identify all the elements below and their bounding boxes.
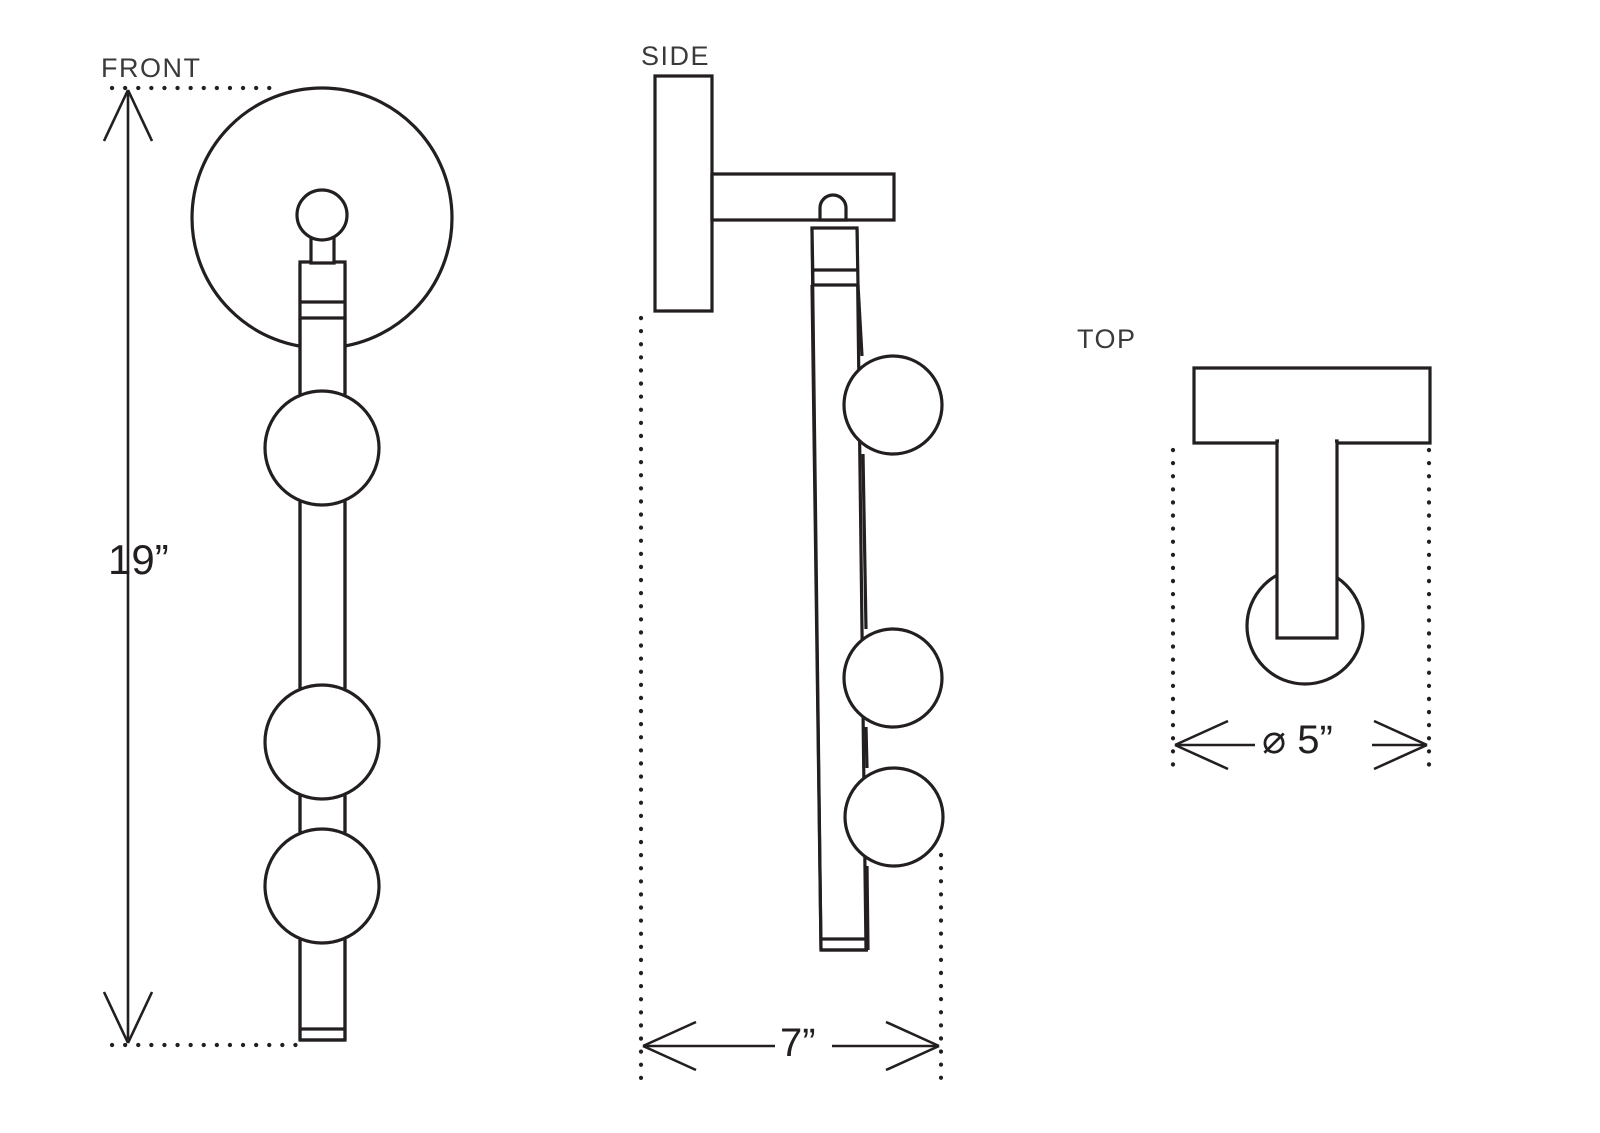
front-globe-3 [263, 827, 381, 945]
side-view [638, 74, 945, 1083]
side-rod-right-seg-a [856, 284, 864, 357]
side-rod-left-edge [810, 284, 823, 951]
front-rod-seg-c [298, 796, 347, 832]
top-diameter-dimension-text: ⌀ 5” [1262, 718, 1333, 762]
side-globe-2 [842, 627, 944, 729]
top-view [1170, 366, 1432, 778]
side-dimension-arrow-left [642, 1020, 697, 1072]
side-dimension-arrow-right [885, 1020, 940, 1072]
top-arm-stem [1275, 439, 1339, 640]
side-socket-collar [810, 226, 860, 287]
top-view-label: TOP [1077, 324, 1137, 354]
front-socket-collar [298, 260, 347, 320]
side-rod-right-seg-b [861, 453, 868, 630]
side-pivot-joint [818, 193, 848, 222]
front-rod-seg-d [298, 940, 347, 1040]
front-globe-1 [263, 389, 381, 507]
front-rod-seg-b [298, 502, 347, 688]
front-dimension-arrow-bottom [102, 991, 154, 1044]
top-plate-bar [1192, 366, 1432, 445]
side-rod-right-seg-c [864, 726, 869, 769]
front-globe-2 [263, 683, 381, 801]
front-rod-seg-a [298, 318, 347, 394]
front-height-dimension-text: 19” [108, 536, 169, 583]
front-dimension-arrow-top [102, 89, 154, 142]
top-dimension-arrow-right [1373, 719, 1428, 771]
top-dimension-arrow-left [1174, 719, 1229, 771]
front-finial-ball [295, 188, 349, 242]
side-globe-3 [843, 766, 945, 868]
side-depth-dimension-text: 7” [780, 1021, 816, 1065]
side-rod-right-seg-d [865, 865, 870, 951]
side-view-label: SIDE [641, 41, 711, 71]
front-view [102, 85, 454, 1048]
side-horizontal-arm [710, 172, 896, 222]
side-globe-1 [842, 354, 944, 456]
side-wall-plate [653, 74, 714, 313]
front-view-label: FRONT [101, 53, 202, 83]
